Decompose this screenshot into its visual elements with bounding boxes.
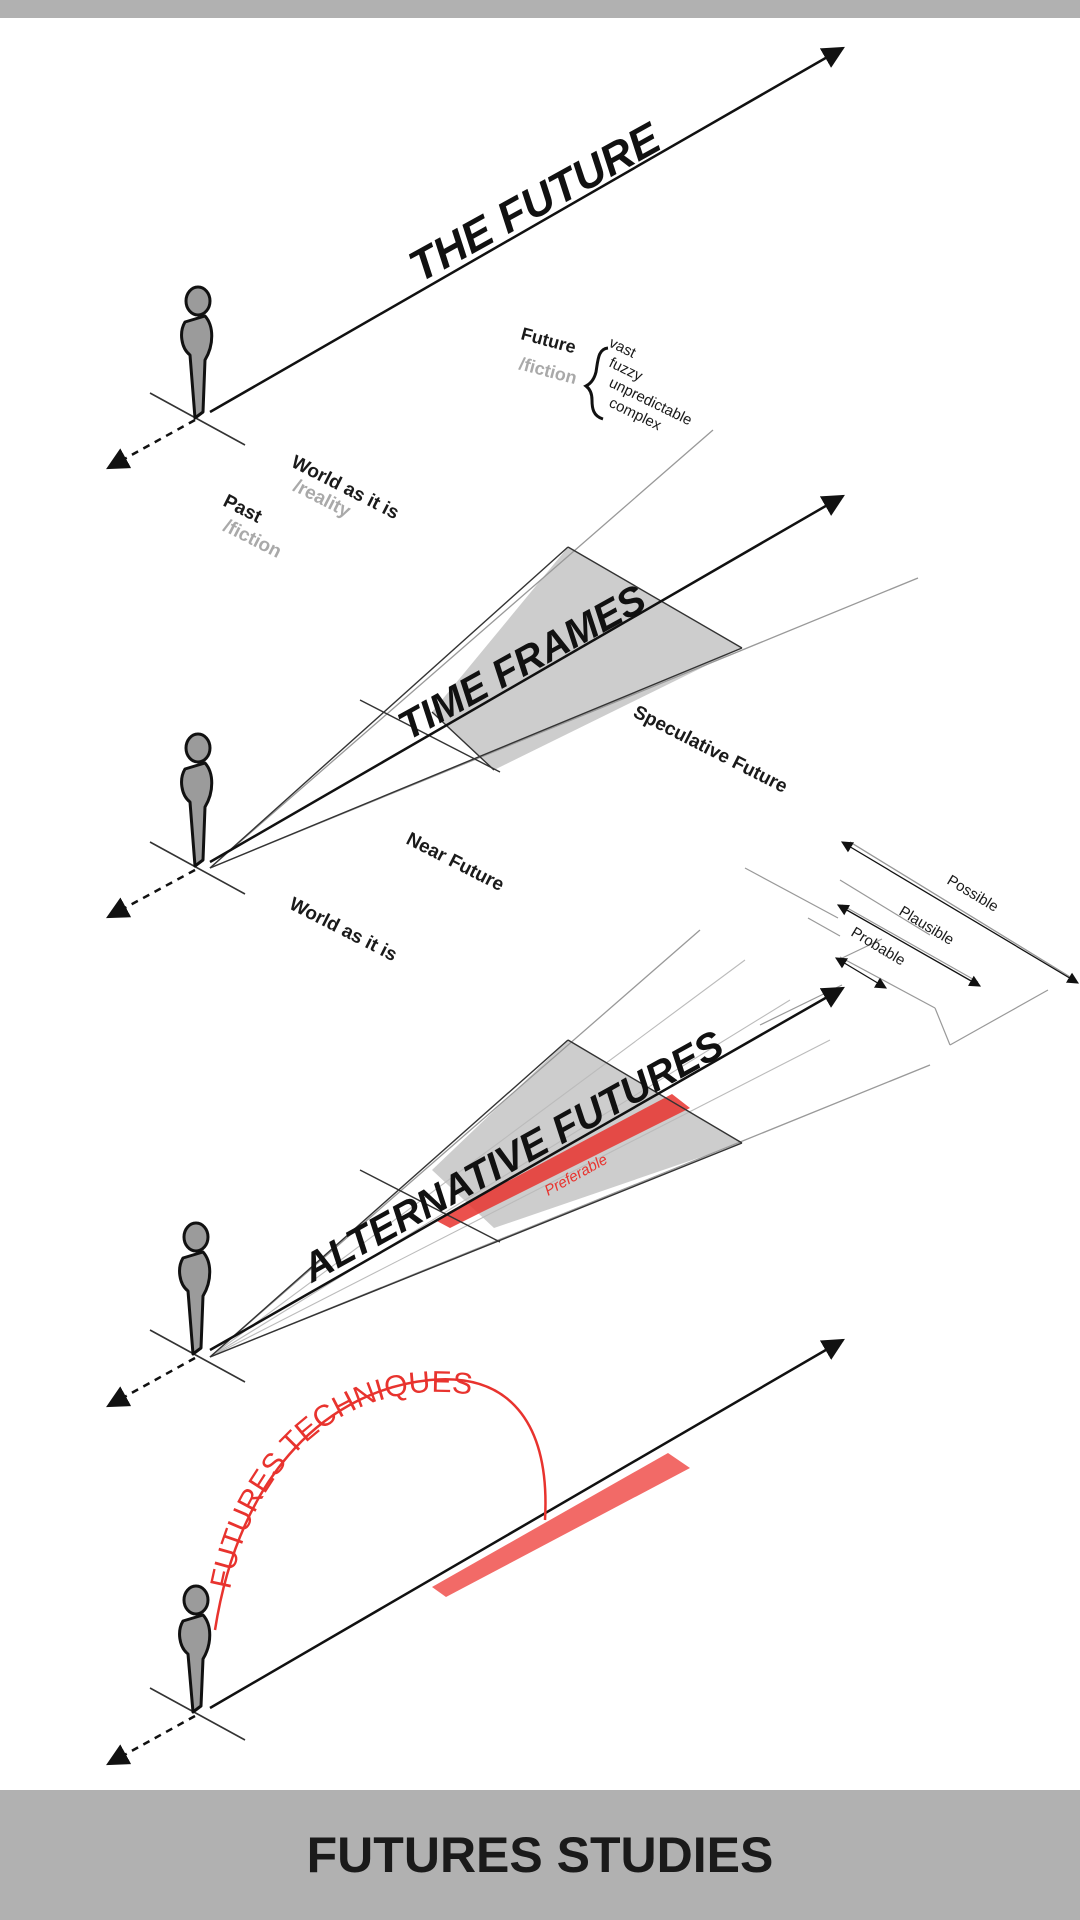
futures-techniques-title: FUTURES TECHNIQUES: [205, 1366, 475, 1592]
panel-the-future: THE FUTURE Future /fiction vast fuzzy un…: [106, 46, 845, 563]
speculative-future-label: Speculative Future: [630, 702, 791, 798]
person-figure: [178, 1584, 212, 1714]
probable-label: Probable: [848, 924, 908, 969]
person-figure: [180, 285, 214, 420]
past-arrow: [106, 418, 196, 470]
footer-band: FUTURES STUDIES: [0, 1790, 1080, 1920]
preferable-band: [435, 1094, 690, 1228]
world-as-it-is-label-2: World as it is: [286, 894, 401, 966]
the-future-title: THE FUTURE: [401, 113, 670, 292]
person-figure: [178, 1221, 212, 1356]
future-label: Future: [519, 324, 578, 358]
techniques-arc: [213, 1378, 547, 1631]
possible-label: Possible: [944, 872, 1001, 916]
possible-bracket: [840, 841, 1080, 984]
top-band: [0, 0, 1080, 18]
panel-alternative-futures: ALTERNATIVE FUTURES Possible Plausible P…: [106, 841, 1080, 1408]
panel-futures-techniques: FUTURES TECHNIQUES: [106, 1338, 845, 1766]
plausible-label: Plausible: [896, 903, 957, 949]
near-future-label: Near Future: [403, 829, 508, 896]
time-frames-cone-band: [432, 547, 742, 770]
future-arrow: [209, 46, 845, 414]
future-fiction-label: /fiction: [517, 354, 579, 389]
probable-bracket: [834, 957, 888, 989]
person-figure: [180, 732, 214, 868]
footer-title: FUTURES STUDIES: [306, 1827, 774, 1883]
svg-text:FUTURES TECHNIQUES: FUTURES TECHNIQUES: [205, 1366, 475, 1592]
techniques-band: [432, 1453, 690, 1597]
diagram: THE FUTURE Future /fiction vast fuzzy un…: [106, 46, 1080, 1766]
attribute-brace: [583, 346, 609, 421]
